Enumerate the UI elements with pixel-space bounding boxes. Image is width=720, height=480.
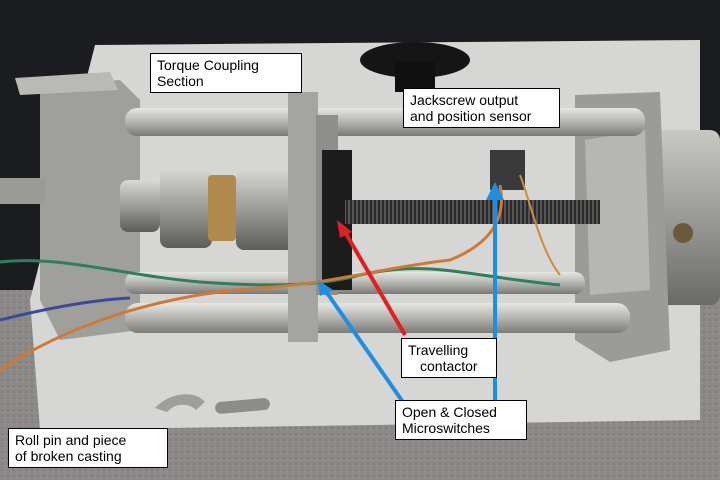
wire-orange [0, 184, 504, 372]
label-torque-line1: Torque Coupling [157, 57, 259, 73]
left-shaft [0, 178, 45, 204]
guide-rod-top [125, 108, 645, 136]
jackscrew [345, 200, 600, 224]
wire-blue [0, 296, 131, 322]
label-microswitches: Open & Closed Microswitches [395, 400, 527, 440]
roll-pin [215, 398, 270, 414]
arrow-red-head [337, 220, 352, 238]
label-roll-pin: Roll pin and piece of broken casting [8, 428, 168, 468]
guide-rod-bottom [125, 303, 630, 333]
knob-stem [395, 62, 435, 92]
label-microswitches-line2: Microswitches [402, 420, 490, 436]
label-jackscrew-line1: Jackscrew output [410, 92, 519, 108]
arrow-travelling-contactor [343, 230, 407, 337]
left-casting-top [15, 72, 118, 95]
position-sensor [490, 150, 525, 190]
carriage-plate-front [288, 92, 318, 342]
coupling-spider [208, 175, 236, 241]
right-plate-face [585, 130, 650, 295]
label-torque-coupling: Torque Coupling Section [150, 53, 302, 93]
label-jackscrew-line2: and position sensor [410, 108, 532, 124]
left-casting [40, 80, 140, 340]
wire-orange-rear [519, 174, 561, 276]
label-rollpin-line1: Roll pin and piece [15, 432, 127, 448]
knob-top [360, 42, 470, 78]
label-microswitches-line1: Open & Closed [402, 404, 497, 420]
label-contactor-line2: contactor [420, 358, 478, 374]
motor-screw [673, 223, 693, 243]
label-contactor-line1: Travelling [408, 342, 469, 358]
label-torque-line2: Section [157, 73, 204, 89]
label-rollpin-line2: of broken casting [15, 448, 122, 464]
arrow-blue-head-1 [318, 280, 333, 296]
coupling-hub-left [120, 180, 160, 232]
broken-casting-piece [155, 394, 205, 412]
label-travelling-contactor: Travelling contactor [401, 338, 497, 378]
coupling-jaw-right [236, 168, 294, 250]
motor-body [655, 130, 720, 305]
coupling-jaw-left [160, 168, 212, 248]
arrow-microswitch-1 [323, 288, 407, 407]
label-jackscrew-output: Jackscrew output and position sensor [403, 88, 560, 128]
arrow-blue-head-2 [486, 182, 504, 200]
